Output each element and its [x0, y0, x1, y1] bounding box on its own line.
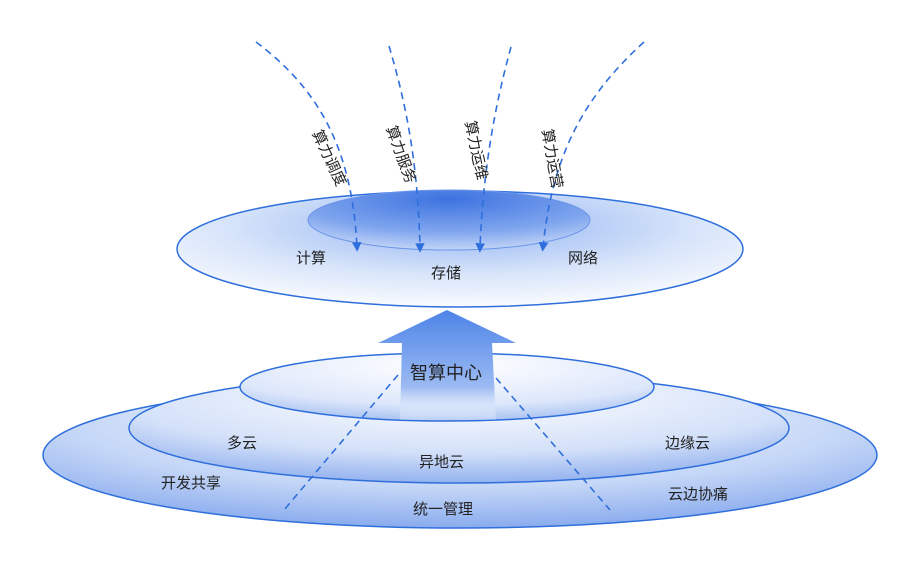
ring-label-unified-mgmt: 统一管理 [413, 500, 473, 518]
service-label-operation: 算力运营 [538, 128, 566, 190]
service-arrow-2 [388, 45, 425, 253]
center-title: 智算中心 [410, 363, 482, 384]
ring-label-dev-sharing: 开发共享 [161, 474, 221, 492]
resource-label-network: 网络 [568, 249, 598, 267]
ring-label-multicloud: 多云 [227, 434, 257, 452]
dashed-line-left [283, 374, 399, 511]
upward-arrow [378, 310, 516, 420]
ring-label-edge-cloud: 边缘云 [665, 434, 710, 452]
service-arrow-1 [255, 41, 362, 252]
ring-label-cloud-edge: 云边协痛 [668, 485, 728, 503]
ring-label-remote-cloud: 异地云 [419, 453, 464, 471]
service-label-service: 算力服务 [382, 123, 419, 186]
dashed-line-right [495, 377, 611, 511]
service-label-ops: 算力运维 [461, 119, 491, 181]
top-inner-ellipse [307, 189, 591, 251]
service-label-scheduling: 算力调度 [308, 127, 350, 189]
resource-label-compute: 计算 [296, 249, 326, 267]
resource-label-storage: 存储 [431, 264, 461, 282]
